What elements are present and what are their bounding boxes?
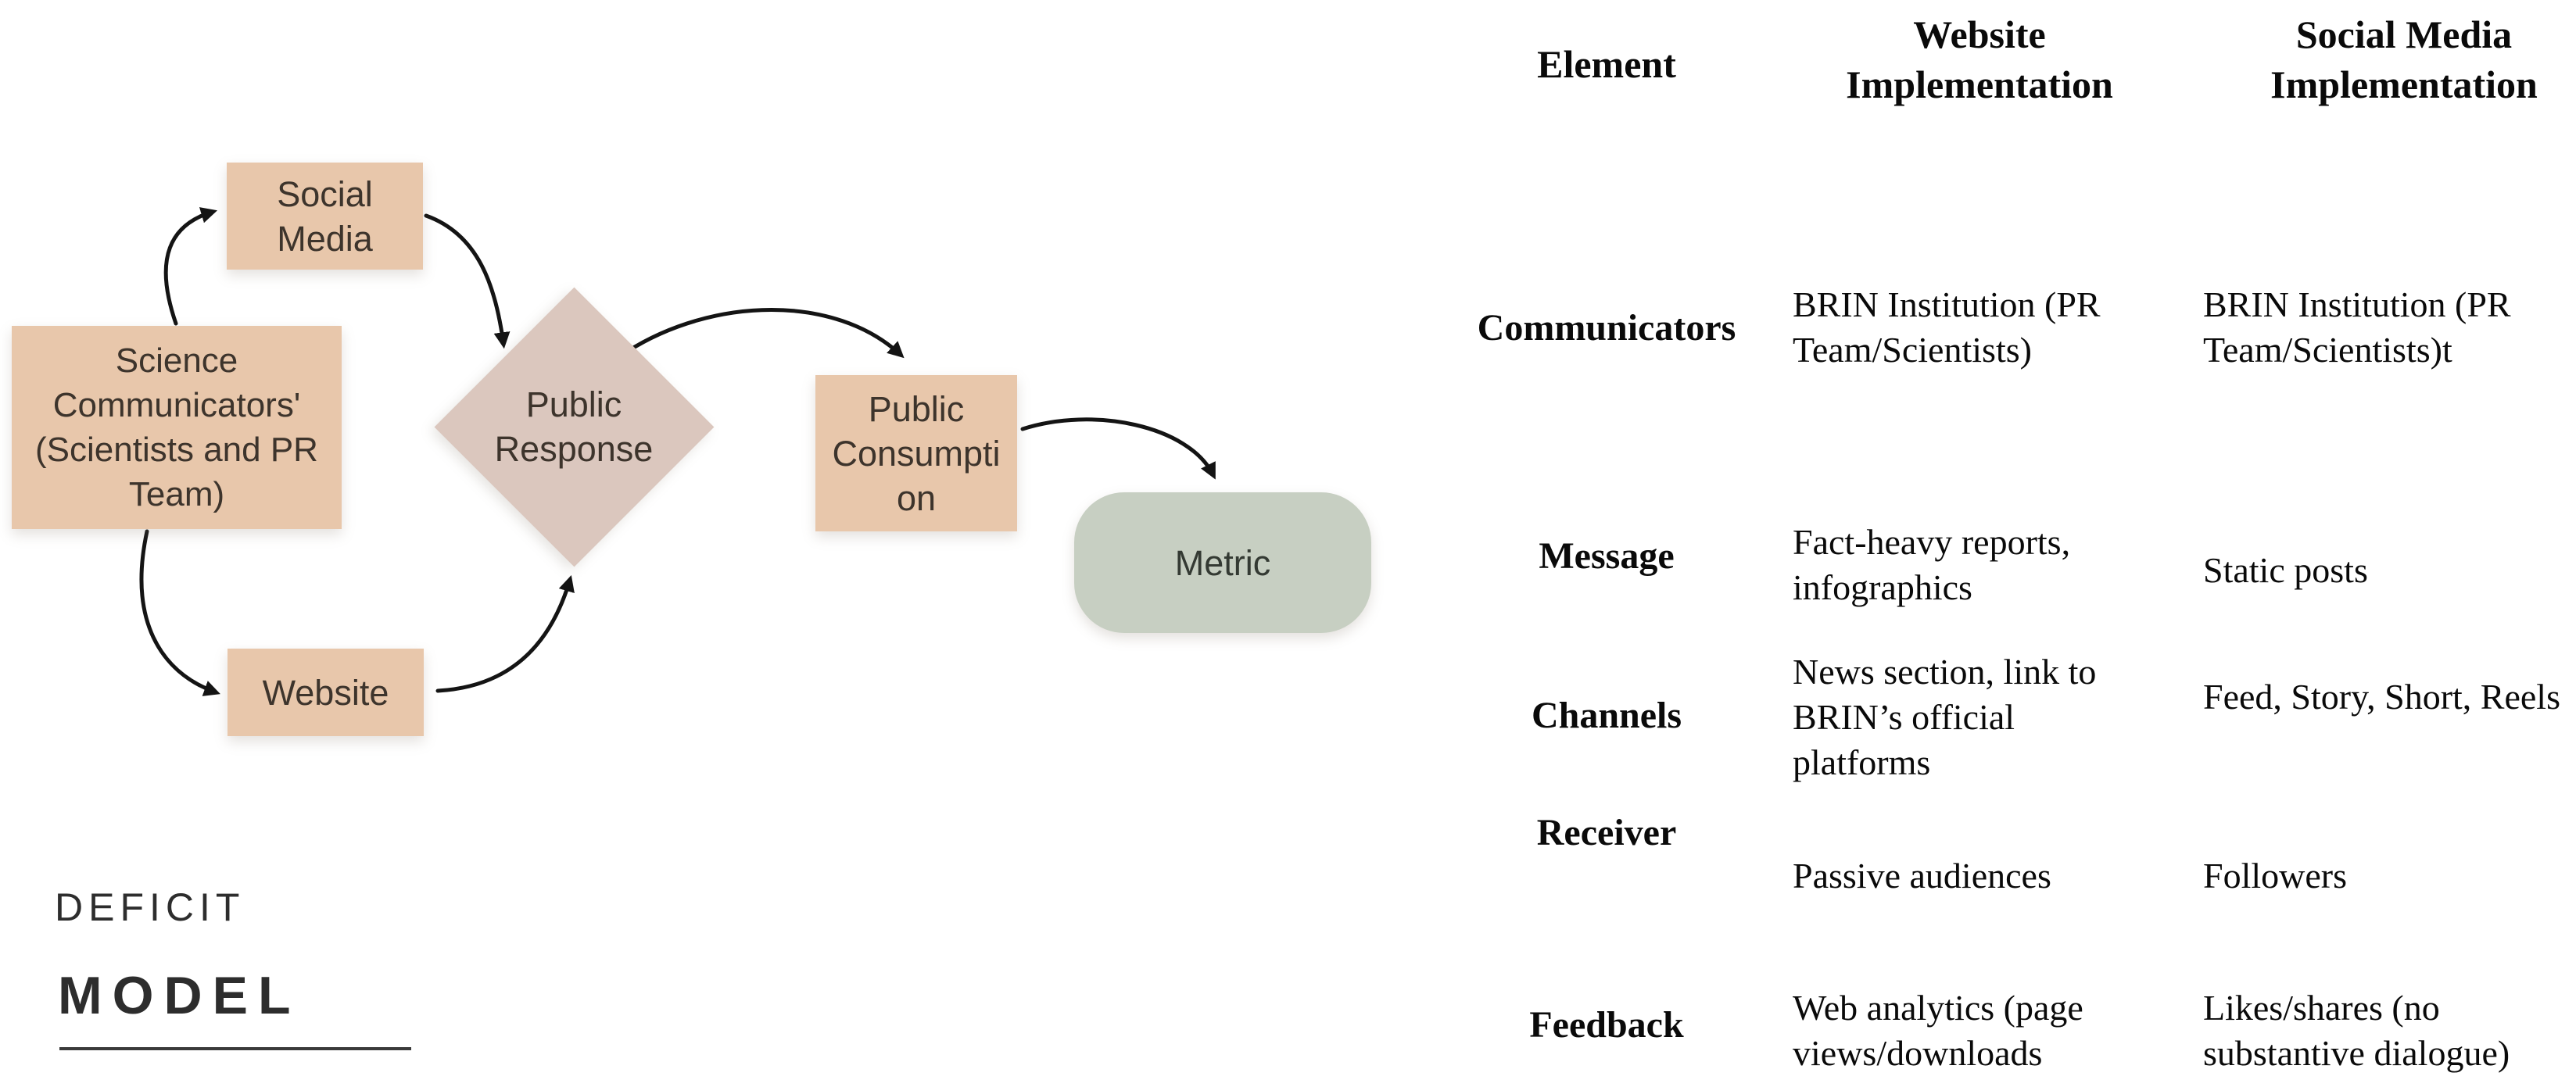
- node-metric: Metric: [1074, 492, 1371, 633]
- node-website-label: Website: [262, 672, 389, 713]
- cell-receiver-social: Followers: [2203, 856, 2347, 896]
- row-label-message: Message: [1539, 535, 1675, 577]
- node-public-consumption-label: Public Consumption: [832, 388, 1001, 518]
- table-header-website-implementation: Website Implementation: [1846, 13, 2113, 106]
- cell-message-social: Static posts: [2203, 550, 2368, 590]
- node-social-media-label: Social Media: [277, 173, 373, 259]
- arrow-social-media-to-public-response: [424, 213, 511, 349]
- flowchart-arrows: [139, 207, 1216, 696]
- node-public-consumption: Public Consumption: [815, 375, 1017, 531]
- row-label-feedback: Feedback: [1529, 1004, 1684, 1046]
- caption-model: MODEL: [58, 966, 301, 1025]
- arrow-website-to-public-response: [435, 574, 575, 693]
- cell-communicators-social: BRIN Institution (PR Team/Scientists)t: [2203, 284, 2511, 370]
- row-label-communicators: Communicators: [1477, 307, 1736, 349]
- cell-message-website: Fact-heavy reports, infographics: [1793, 522, 2071, 607]
- arrow-consumption-to-metric: [1020, 417, 1216, 480]
- arrow-science-to-website: [139, 529, 220, 696]
- caption-deficit: DEFICIT: [55, 885, 245, 929]
- node-public-response-label: Public Response: [494, 384, 654, 469]
- table-header-social-media-implementation: Social Media Implementation: [2270, 13, 2538, 106]
- node-science-communicators-label: Science Communicators' (Scientists and P…: [35, 341, 318, 513]
- node-website: Website: [228, 649, 424, 736]
- row-label-channels: Channels: [1531, 695, 1682, 736]
- node-science-communicators: Science Communicators' (Scientists and P…: [12, 326, 342, 529]
- arrow-science-to-social-media: [163, 207, 218, 326]
- row-label-receiver: Receiver: [1536, 812, 1677, 853]
- node-metric-label: Metric: [1174, 542, 1271, 583]
- cell-receiver-website: Passive audiences: [1793, 856, 2051, 896]
- cell-feedback-website: Web analytics (page views/downloads: [1793, 988, 2083, 1073]
- arrow-public-response-to-consumption: [625, 308, 905, 359]
- model-underline: [59, 1047, 411, 1050]
- cell-channels-social: Feed, Story, Short, Reels: [2203, 677, 2560, 717]
- node-social-media: Social Media: [227, 163, 423, 270]
- cell-communicators-website: BRIN Institution (PR Team/Scientists): [1793, 284, 2101, 370]
- cell-feedback-social: Likes/shares (no substantive dialogue): [2203, 988, 2510, 1073]
- cell-channels-website: News section, link to BRIN’s official pl…: [1793, 652, 2097, 782]
- table-header-element: Element: [1537, 42, 1676, 86]
